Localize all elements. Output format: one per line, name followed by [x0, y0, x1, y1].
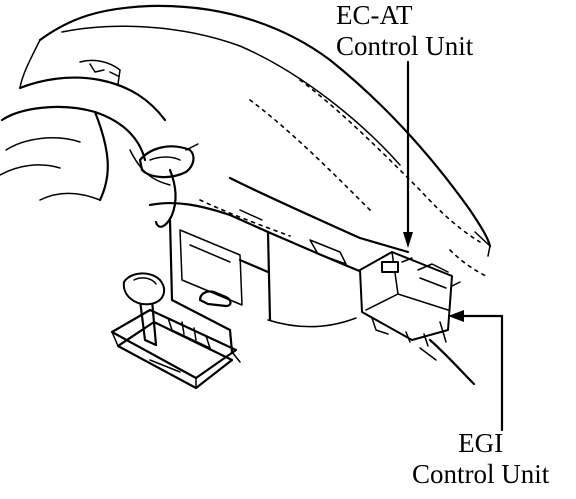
egi-control-unit-label: EGI Control Unit: [412, 428, 549, 490]
gear-shifter: [110, 272, 238, 390]
kick-panel: [419, 249, 487, 386]
ecat-label-line2: Control Unit: [336, 31, 474, 61]
leader-egi: [448, 310, 504, 432]
ecat-label-line1: EC-AT: [336, 0, 413, 30]
control-unit-module: [359, 251, 461, 347]
egi-label-line2: Control Unit: [412, 459, 550, 489]
leader-ecat: [403, 60, 413, 248]
instrument-cluster: [0, 59, 171, 202]
center-console: [148, 201, 272, 363]
egi-label-line1: EGI: [458, 428, 504, 458]
glove-box-panel: [199, 176, 410, 328]
dashboard-top: [19, 4, 492, 257]
steering-column: [138, 143, 199, 228]
ecat-control-unit-label: EC-AT Control Unit: [336, 0, 473, 62]
